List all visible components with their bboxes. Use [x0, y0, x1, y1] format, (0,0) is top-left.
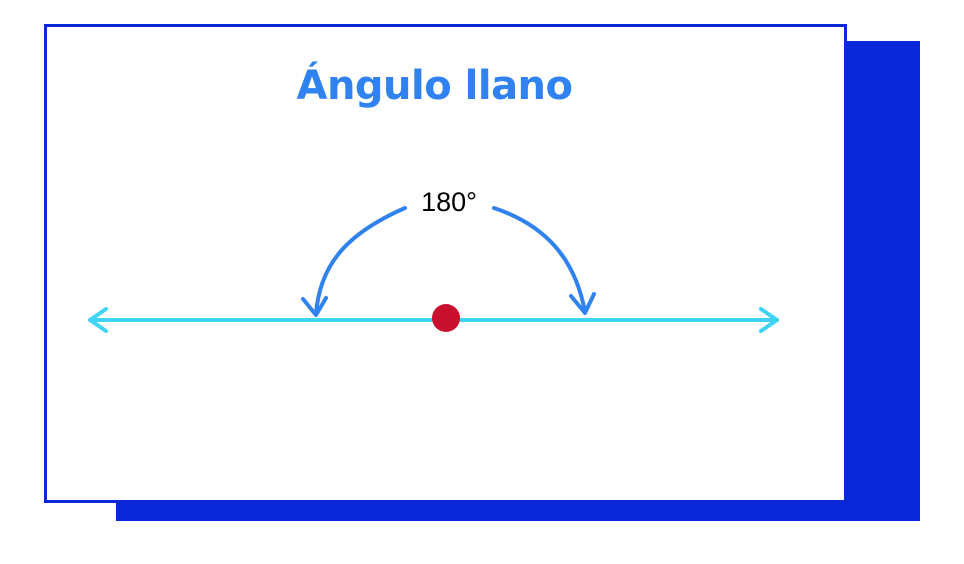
arc-arrowhead-left-icon	[301, 296, 328, 317]
arrowhead-left-icon	[88, 307, 108, 333]
diagram-title: Ángulo llano	[296, 63, 573, 109]
dot-icon	[432, 304, 460, 332]
angle-arc-right	[492, 206, 587, 314]
diagram-card: Ángulo llano	[44, 24, 847, 503]
angle-arc-left	[314, 206, 407, 316]
arrowhead-right-icon	[759, 307, 779, 333]
arc-arrowhead-right-icon	[569, 292, 596, 315]
angle-measure-label: 180°	[421, 187, 477, 217]
